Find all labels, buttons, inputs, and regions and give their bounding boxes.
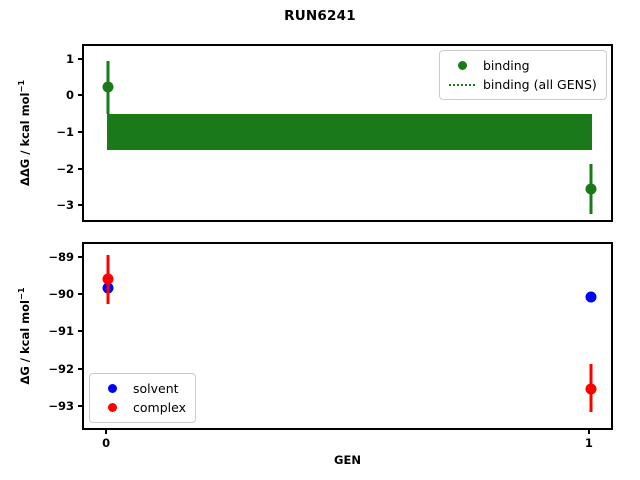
legend-label: complex xyxy=(133,400,186,415)
y-tick-mark xyxy=(78,204,82,207)
y-tick-label: −1 xyxy=(56,125,74,140)
dotted-line-icon xyxy=(449,83,475,86)
data-point-solvent[interactable] xyxy=(585,291,597,303)
data-point-complex[interactable] xyxy=(102,273,114,285)
x-tick-mark xyxy=(105,430,108,434)
x-tick-label: 0 xyxy=(102,436,111,450)
top-panel-ylabel-exponent: −1 xyxy=(16,79,27,93)
y-tick-label: −3 xyxy=(56,198,74,213)
legend-key xyxy=(447,61,477,70)
circle-marker-icon xyxy=(107,384,117,393)
y-tick-mark xyxy=(78,330,82,333)
top-panel-legend: binding binding (all GENS) xyxy=(439,50,607,100)
y-tick-mark xyxy=(78,167,82,170)
y-tick-label: 0 xyxy=(65,88,74,103)
top-panel-ylabel-text: ΔΔG / kcal mol xyxy=(17,92,32,186)
y-tick-mark xyxy=(78,94,82,97)
bottom-panel-legend: solvent complex xyxy=(89,373,196,423)
legend-label: binding (all GENS) xyxy=(483,77,597,92)
y-tick-mark xyxy=(78,57,82,60)
legend-label: binding xyxy=(483,58,530,73)
data-point-binding[interactable] xyxy=(585,183,597,195)
x-tick-label: 1 xyxy=(584,436,593,450)
figure-title: RUN6241 xyxy=(284,8,356,24)
y-tick-label: −93 xyxy=(48,398,74,413)
x-axis-label: GEN xyxy=(334,453,361,467)
legend-entry[interactable]: complex xyxy=(97,398,186,417)
y-tick-mark xyxy=(78,293,82,296)
legend-key xyxy=(447,83,477,86)
x-tick-mark xyxy=(587,430,590,434)
legend-key xyxy=(97,384,127,393)
bottom-panel-ylabel-text: ΔG / kcal mol xyxy=(17,299,32,385)
bottom-panel-ylabel-exponent: −1 xyxy=(16,287,27,300)
y-tick-mark xyxy=(78,367,82,370)
top-panel-ylabel: ΔΔG / kcal mol−1 xyxy=(16,44,32,222)
y-tick-mark xyxy=(78,131,82,134)
y-tick-label: −92 xyxy=(48,361,74,376)
circle-marker-icon xyxy=(457,61,467,70)
y-tick-label: −89 xyxy=(48,249,74,264)
legend-entry[interactable]: binding (all GENS) xyxy=(447,75,597,94)
y-tick-label: −2 xyxy=(56,161,74,176)
y-tick-label: −91 xyxy=(48,324,74,339)
legend-entry[interactable]: solvent xyxy=(97,379,186,398)
all-gens-confidence-band xyxy=(107,113,592,151)
legend-label: solvent xyxy=(133,381,179,396)
data-point-complex[interactable] xyxy=(585,383,597,395)
y-tick-label: 1 xyxy=(65,51,74,66)
circle-marker-icon xyxy=(107,403,117,412)
y-tick-label: −90 xyxy=(48,287,74,302)
y-tick-mark xyxy=(78,404,82,407)
y-tick-mark xyxy=(78,255,82,258)
bottom-panel-ylabel: ΔG / kcal mol−1 xyxy=(16,242,32,430)
data-point-binding[interactable] xyxy=(102,81,114,93)
legend-key xyxy=(97,403,127,412)
legend-entry[interactable]: binding xyxy=(447,56,597,75)
